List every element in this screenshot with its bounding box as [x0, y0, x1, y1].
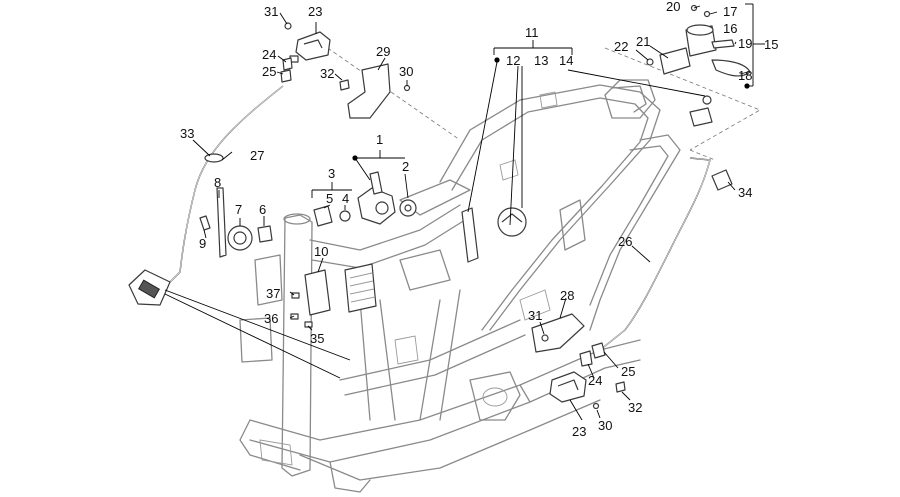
- part-19-clip: [711, 39, 735, 49]
- part-10-control-unit: [304, 263, 377, 316]
- callout-24-top: 24: [262, 47, 276, 62]
- connector-detail-view: [128, 269, 171, 306]
- callout-25-top: 25: [262, 64, 276, 79]
- callout-27: 27: [250, 148, 264, 163]
- callout-2: 2: [402, 159, 409, 174]
- callout-11: 11: [525, 25, 539, 40]
- callout-7: 7: [235, 202, 242, 217]
- part-34-connector: [711, 169, 733, 191]
- bullet-dot-12: [494, 57, 500, 63]
- frame-sensor-bracket: [689, 107, 713, 127]
- part-27-cable-left: [167, 85, 284, 285]
- part-21-bracket: [659, 47, 691, 75]
- part-32-lower-bolt: [615, 381, 626, 393]
- callout-10: 10: [314, 244, 328, 259]
- callout-1: 1: [376, 132, 383, 147]
- part-8-rod: [216, 187, 227, 258]
- callout-17: 17: [723, 4, 737, 19]
- bullet-dot-1: [352, 155, 358, 161]
- callout-26: 26: [618, 234, 632, 249]
- part-22-bolt: [646, 58, 654, 66]
- callout-36: 36: [264, 311, 278, 326]
- part-1-switch-assembly: [357, 171, 396, 225]
- callout-31-lower: 31: [528, 308, 542, 323]
- part-33-cable-clip: [204, 153, 224, 163]
- part-24-top-spring: [282, 57, 293, 71]
- callout-29: 29: [376, 44, 390, 59]
- scooter-frame: [239, 79, 681, 493]
- part-26-cable-right: [599, 157, 711, 351]
- callout-3: 3: [328, 166, 335, 181]
- part-13-detail-view: [497, 207, 527, 237]
- part-5-bushing: [313, 205, 333, 227]
- callout-13: 13: [534, 53, 548, 68]
- callout-23-top: 23: [308, 4, 322, 19]
- part-28-bracket: [531, 313, 585, 353]
- part-23-top-actuator: [289, 31, 331, 63]
- callout-20: 20: [666, 0, 680, 14]
- callout-28: 28: [560, 288, 574, 303]
- part-2-switch-knob: [399, 199, 417, 217]
- frame-sensor-ring: [702, 95, 712, 105]
- part-25-lower-nut: [591, 342, 606, 359]
- part-16-switch-housing: [685, 24, 717, 57]
- part-30-lower-screw: [592, 402, 600, 410]
- callout-35: 35: [310, 331, 324, 346]
- part-24-lower-spring: [579, 350, 593, 367]
- part-30-top-screw: [403, 84, 411, 92]
- callout-34: 34: [738, 185, 752, 200]
- part-12-strip: [461, 207, 479, 263]
- callout-31-top: 31: [264, 4, 278, 19]
- callout-25-lower: 25: [621, 364, 635, 379]
- part-25-top-nut: [280, 69, 292, 83]
- part-9-screw: [199, 215, 211, 231]
- callout-5: 5: [326, 191, 333, 206]
- callout-12: 12: [506, 53, 520, 68]
- callout-9: 9: [199, 236, 206, 251]
- callout-18: 18: [738, 68, 752, 83]
- part-23-lower-actuator: [549, 371, 587, 403]
- callout-33: 33: [180, 126, 194, 141]
- part-37-clip: [291, 292, 300, 299]
- callout-23-lower: 23: [572, 424, 586, 439]
- callout-16: 16: [723, 21, 737, 36]
- callout-32-top: 32: [320, 66, 334, 81]
- callout-19: 19: [738, 36, 752, 51]
- callout-8: 8: [214, 175, 221, 190]
- assembly-guide-lines: [321, 43, 761, 161]
- part-36-clip: [290, 313, 299, 320]
- callout-4: 4: [342, 191, 349, 206]
- part-29-bracket: [347, 63, 391, 119]
- callout-labels: 31 23 24 25 29 32 30 33 27 11 12 13 14 2…: [180, 0, 778, 439]
- part-31-top-screw: [284, 22, 292, 30]
- callout-21: 21: [636, 34, 650, 49]
- callout-24-lower: 24: [588, 373, 602, 388]
- callout-32-lower: 32: [628, 400, 642, 415]
- callout-22: 22: [614, 39, 628, 54]
- bullet-dot-18: [744, 83, 750, 89]
- part-17-screw: [703, 10, 711, 18]
- callout-30-top: 30: [399, 64, 413, 79]
- part-7-sensor: [227, 225, 253, 251]
- part-6-sleeve: [257, 225, 273, 243]
- part-32-top-bolt: [339, 79, 350, 91]
- callout-30-lower: 30: [598, 418, 612, 433]
- part-18-loop: [711, 59, 751, 77]
- part-4-washer: [339, 210, 351, 222]
- leader-lines: [164, 3, 765, 421]
- callout-15: 15: [764, 37, 778, 52]
- callout-6: 6: [259, 202, 266, 217]
- callout-14: 14: [559, 53, 573, 68]
- part-31-lower-screw: [541, 334, 549, 342]
- callout-37: 37: [266, 286, 280, 301]
